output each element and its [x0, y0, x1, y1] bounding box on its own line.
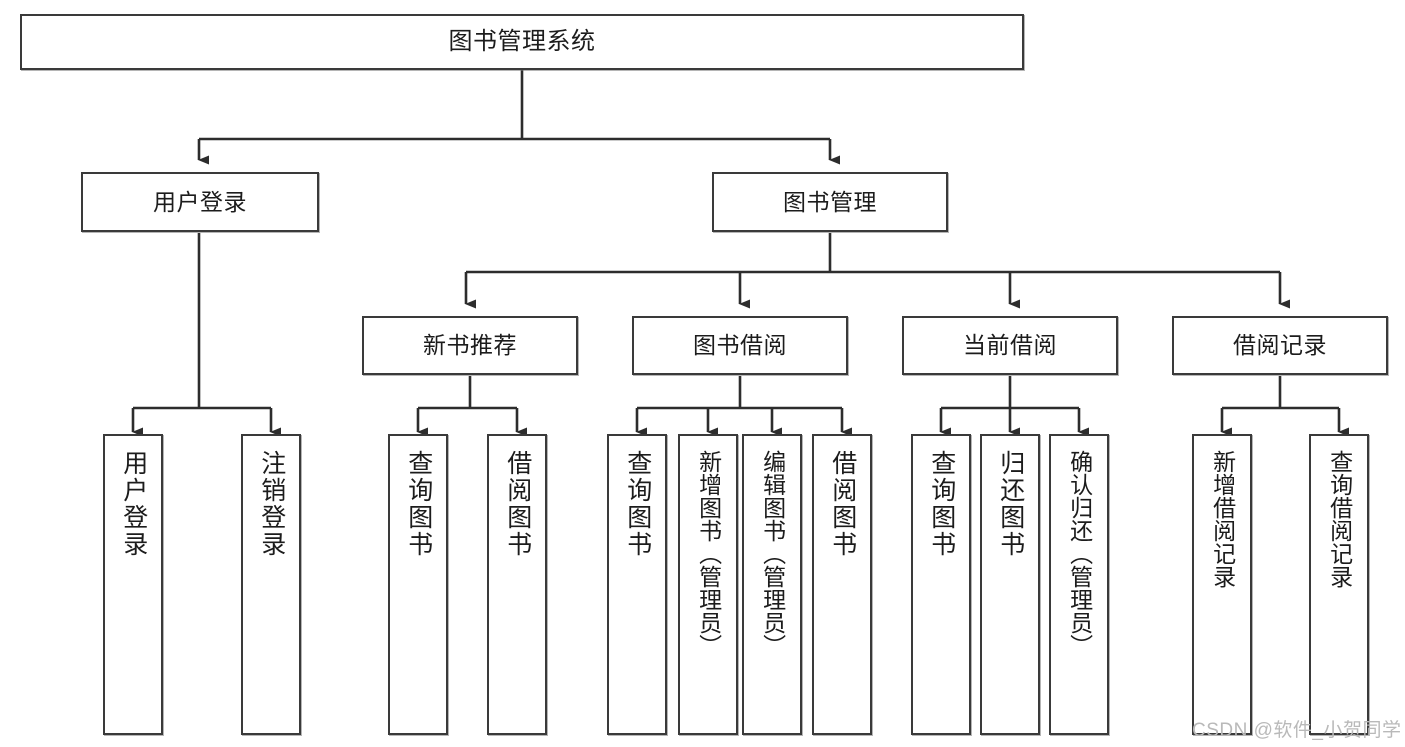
node-leaf-user-login-label: 用户登录: [119, 450, 148, 558]
node-user-login[interactable]: 用户登录: [81, 172, 319, 232]
node-borrow-record-label: 借阅记录: [1233, 332, 1327, 359]
node-book-manage[interactable]: 图书管理: [712, 172, 948, 232]
node-leaf-query-book-3[interactable]: 查询图书: [911, 434, 971, 735]
node-leaf-edit-book[interactable]: 编辑图书（管理员）: [742, 434, 802, 735]
node-leaf-borrow-book-1[interactable]: 借阅图书: [487, 434, 547, 735]
node-leaf-borrow-book-2-label: 借阅图书: [828, 450, 857, 558]
node-book-borrow-label: 图书借阅: [693, 332, 787, 359]
node-leaf-borrow-book-2[interactable]: 借阅图书: [812, 434, 872, 735]
node-book-borrow[interactable]: 图书借阅: [632, 316, 848, 375]
node-new-book-recommend-label: 新书推荐: [423, 332, 517, 359]
node-leaf-query-book-3-label: 查询图书: [927, 450, 956, 558]
node-leaf-confirm-return[interactable]: 确认归还（管理员）: [1049, 434, 1109, 735]
node-leaf-user-login[interactable]: 用户登录: [103, 434, 163, 735]
node-leaf-add-book[interactable]: 新增图书（管理员）: [678, 434, 738, 735]
node-leaf-return-book[interactable]: 归还图书: [980, 434, 1040, 735]
node-borrow-record[interactable]: 借阅记录: [1172, 316, 1388, 375]
csdn-watermark: CSDN @软件_小贺同学: [1192, 720, 1402, 741]
node-leaf-query-book-2[interactable]: 查询图书: [607, 434, 667, 735]
node-new-book-recommend[interactable]: 新书推荐: [362, 316, 578, 375]
node-leaf-confirm-return-label: 确认归还（管理员）: [1066, 450, 1093, 657]
node-root-label: 图书管理系统: [448, 28, 596, 56]
node-leaf-edit-book-label: 编辑图书（管理员）: [759, 450, 786, 657]
node-current-borrow-label: 当前借阅: [963, 332, 1057, 359]
node-leaf-query-book-2-label: 查询图书: [623, 450, 652, 558]
node-leaf-query-record[interactable]: 查询借阅记录: [1309, 434, 1369, 735]
node-leaf-query-record-label: 查询借阅记录: [1326, 450, 1353, 588]
node-book-manage-label: 图书管理: [783, 188, 877, 215]
node-leaf-add-record-label: 新增借阅记录: [1209, 450, 1236, 588]
node-current-borrow[interactable]: 当前借阅: [902, 316, 1118, 375]
node-leaf-add-book-label: 新增图书（管理员）: [695, 450, 722, 657]
node-leaf-borrow-book-1-label: 借阅图书: [503, 450, 532, 558]
node-leaf-logout-login-label: 注销登录: [257, 450, 286, 558]
node-leaf-query-book-1[interactable]: 查询图书: [388, 434, 448, 735]
node-user-login-label: 用户登录: [153, 188, 247, 215]
node-leaf-return-book-label: 归还图书: [996, 450, 1025, 558]
node-leaf-query-book-1-label: 查询图书: [404, 450, 433, 558]
node-leaf-logout-login[interactable]: 注销登录: [241, 434, 301, 735]
node-root[interactable]: 图书管理系统: [20, 14, 1024, 70]
node-leaf-add-record[interactable]: 新增借阅记录: [1192, 434, 1252, 735]
